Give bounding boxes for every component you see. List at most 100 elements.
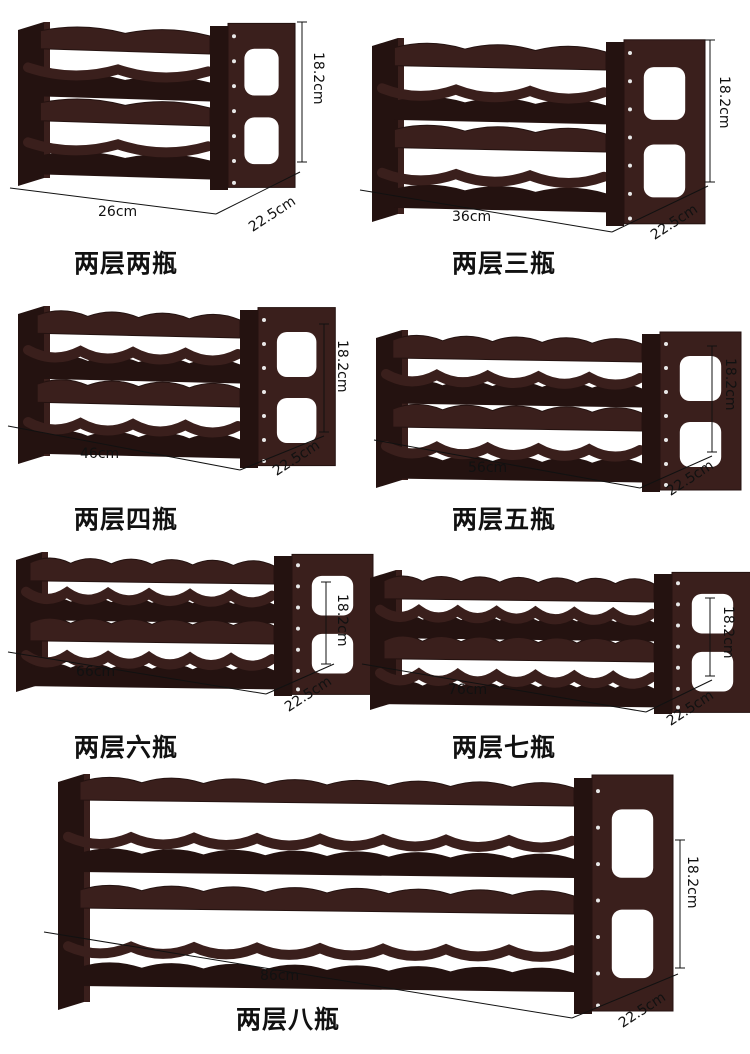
depth-dimension-line xyxy=(265,663,335,695)
screw-head xyxy=(596,789,600,794)
panel-cutout-top xyxy=(643,67,686,120)
depth-dimension-line xyxy=(639,455,713,489)
width-dimension-line xyxy=(359,189,613,233)
screw-head xyxy=(628,191,632,196)
panel-cutout-top xyxy=(611,809,654,878)
panel-cutout-bottom xyxy=(244,117,279,165)
panel-cutout-top xyxy=(244,48,279,96)
width-dimension: 26cm xyxy=(98,204,138,220)
screw-head xyxy=(262,342,266,346)
wave-rail xyxy=(383,635,655,663)
bottle-cradle-rail xyxy=(381,369,645,390)
screw-head xyxy=(596,825,600,830)
screw-head xyxy=(596,862,600,867)
front-end-panel-side xyxy=(210,26,228,190)
width-dimension-line xyxy=(9,187,217,215)
depth-dimension-line xyxy=(611,185,709,233)
depth-dimension-line xyxy=(239,435,325,471)
screw-head xyxy=(296,584,300,589)
screw-head xyxy=(232,134,236,139)
screw-head xyxy=(628,51,632,56)
panel-cutout-top xyxy=(276,332,317,377)
width-dimension: 76cm xyxy=(448,682,488,698)
screw-head xyxy=(596,898,600,903)
screw-head xyxy=(664,342,668,346)
product-title: 两层四瓶 xyxy=(74,505,179,534)
screw-head xyxy=(262,390,266,394)
bottle-cradle-rail xyxy=(23,345,243,366)
bottle-cradle-rail xyxy=(23,62,213,83)
wave-rail xyxy=(79,884,575,915)
wave-rail xyxy=(393,124,607,153)
bottle-cradle-rail xyxy=(21,586,277,608)
wave-rail xyxy=(393,184,607,213)
wave-rail xyxy=(392,334,643,363)
screw-head xyxy=(628,107,632,112)
front-end-panel-side xyxy=(574,778,592,1014)
screw-head xyxy=(664,366,668,370)
screw-head xyxy=(676,623,680,628)
depth-dimension-line xyxy=(215,171,301,215)
screw-head xyxy=(232,34,236,39)
front-end-panel-side xyxy=(274,556,292,696)
width-dimension: 36cm xyxy=(452,209,492,225)
bottle-cradle-rail xyxy=(21,649,277,671)
wave-rail xyxy=(39,98,211,127)
screw-head xyxy=(628,79,632,84)
wave-rail xyxy=(393,42,607,71)
wave-rail xyxy=(29,557,275,585)
depth-dimension-line xyxy=(645,679,713,713)
screw-head xyxy=(596,971,600,976)
screw-head xyxy=(676,705,680,710)
panel-cutout-bottom xyxy=(679,422,722,467)
screw-head xyxy=(664,438,668,442)
product-title: 两层三瓶 xyxy=(452,249,557,278)
screw-head xyxy=(296,626,300,631)
panel-cutout-bottom xyxy=(643,144,686,198)
bottle-cradle-rail xyxy=(381,441,645,462)
width-dimension-line xyxy=(43,931,573,1019)
screw-head xyxy=(262,438,266,442)
front-end-panel-side xyxy=(606,42,624,226)
width-dimension-line xyxy=(7,651,267,695)
screw-head xyxy=(596,935,600,940)
bottle-cradle-rail xyxy=(375,604,657,626)
product-title: 两层六瓶 xyxy=(74,733,179,762)
panel-cutout-bottom xyxy=(276,398,317,443)
product-title: 两层两瓶 xyxy=(74,249,179,278)
screw-head xyxy=(232,109,236,114)
wave-rail xyxy=(39,26,211,55)
wave-rail xyxy=(36,379,241,408)
screw-head xyxy=(676,602,680,607)
screw-head xyxy=(262,414,266,418)
bottle-cradle-rail xyxy=(23,137,213,158)
wave-rail xyxy=(79,962,575,993)
width-dimension-line xyxy=(373,439,641,489)
wave-rail xyxy=(36,310,241,339)
wave-rail xyxy=(29,617,275,645)
screw-head xyxy=(296,563,300,568)
screw-head xyxy=(664,462,668,466)
product-title: 两层七瓶 xyxy=(452,733,557,762)
screw-head xyxy=(628,135,632,140)
screw-head xyxy=(628,216,632,221)
bottle-cradle-rail xyxy=(375,667,657,689)
screw-head xyxy=(296,668,300,673)
screw-head xyxy=(676,581,680,586)
front-end-panel-side xyxy=(654,574,672,714)
screw-head xyxy=(676,644,680,649)
back-end-panel-face xyxy=(44,22,50,178)
wave-rail xyxy=(392,403,643,432)
wave-rail xyxy=(79,848,575,879)
product-title: 两层五瓶 xyxy=(452,505,557,534)
screw-head xyxy=(664,483,668,487)
screw-head xyxy=(232,159,236,164)
screw-head xyxy=(262,318,266,322)
